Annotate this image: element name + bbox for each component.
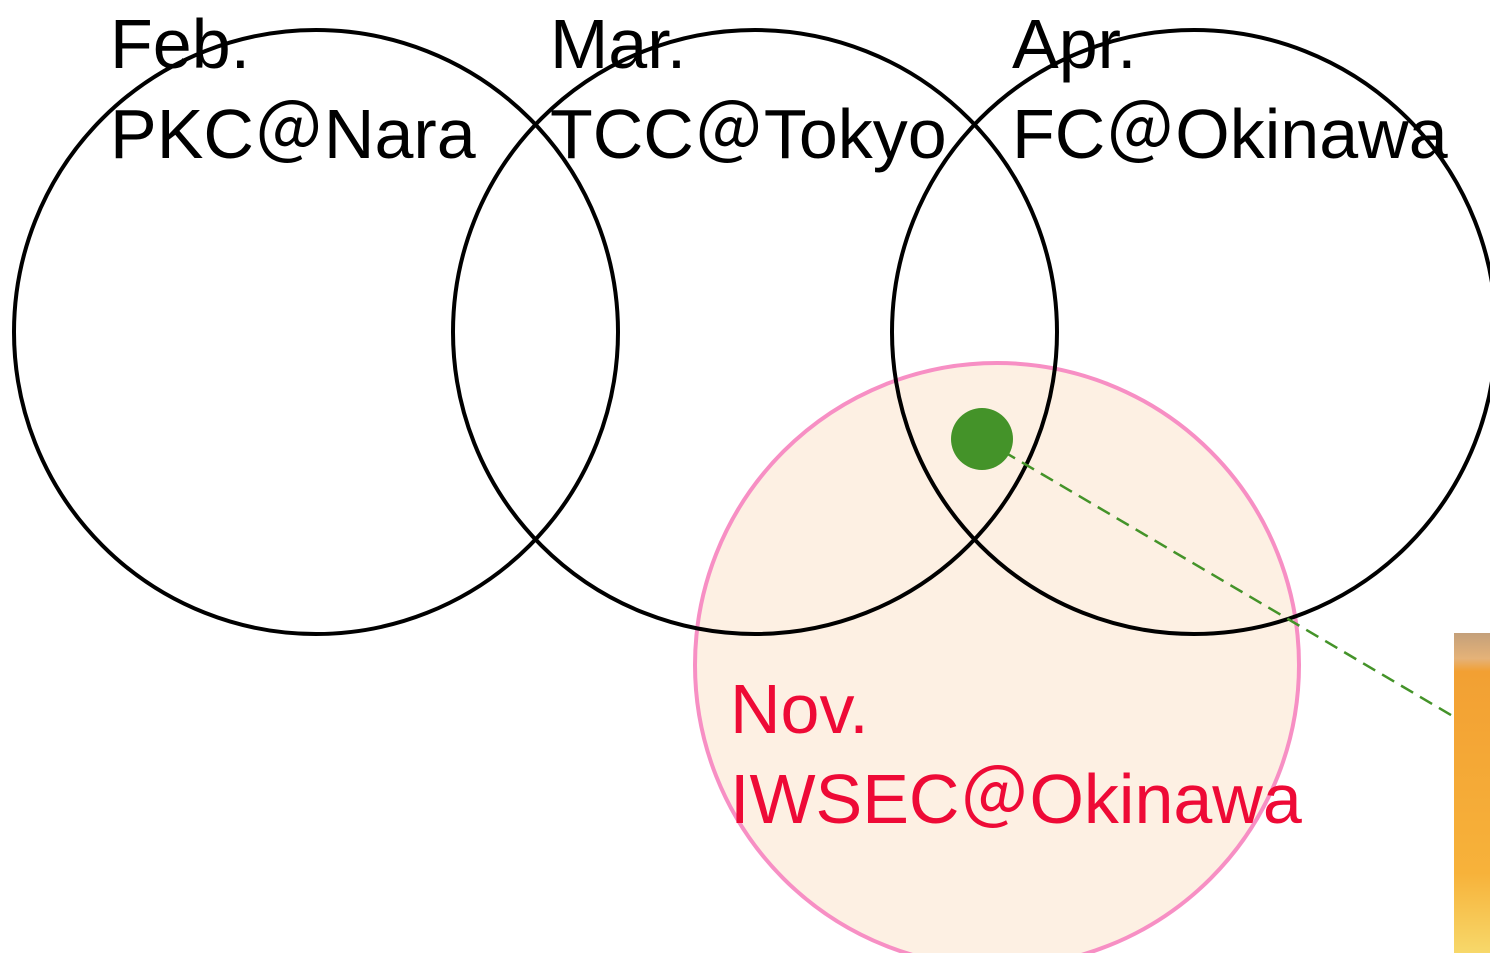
location-marker	[951, 408, 1013, 470]
circle-pkc-nara	[12, 28, 620, 636]
label-nov-event: IWSEC＠Okinawa	[730, 760, 1302, 838]
label-feb-event: PKC＠Nara	[110, 95, 476, 173]
circle-tcc-tokyo	[451, 28, 1059, 636]
label-mar-event: TCC＠Tokyo	[550, 95, 947, 173]
photo-thumbnail	[1454, 633, 1490, 953]
connector-line	[983, 438, 1457, 720]
circle-fc-okinawa	[890, 28, 1490, 636]
label-feb-month: Feb.	[110, 5, 250, 83]
label-apr-event: FC＠Okinawa	[1012, 95, 1448, 173]
label-mar-month: Mar.	[550, 5, 686, 83]
circle-iwsec-okinawa	[693, 361, 1301, 953]
label-apr-month: Apr.	[1012, 5, 1137, 83]
label-nov-month: Nov.	[730, 670, 869, 748]
